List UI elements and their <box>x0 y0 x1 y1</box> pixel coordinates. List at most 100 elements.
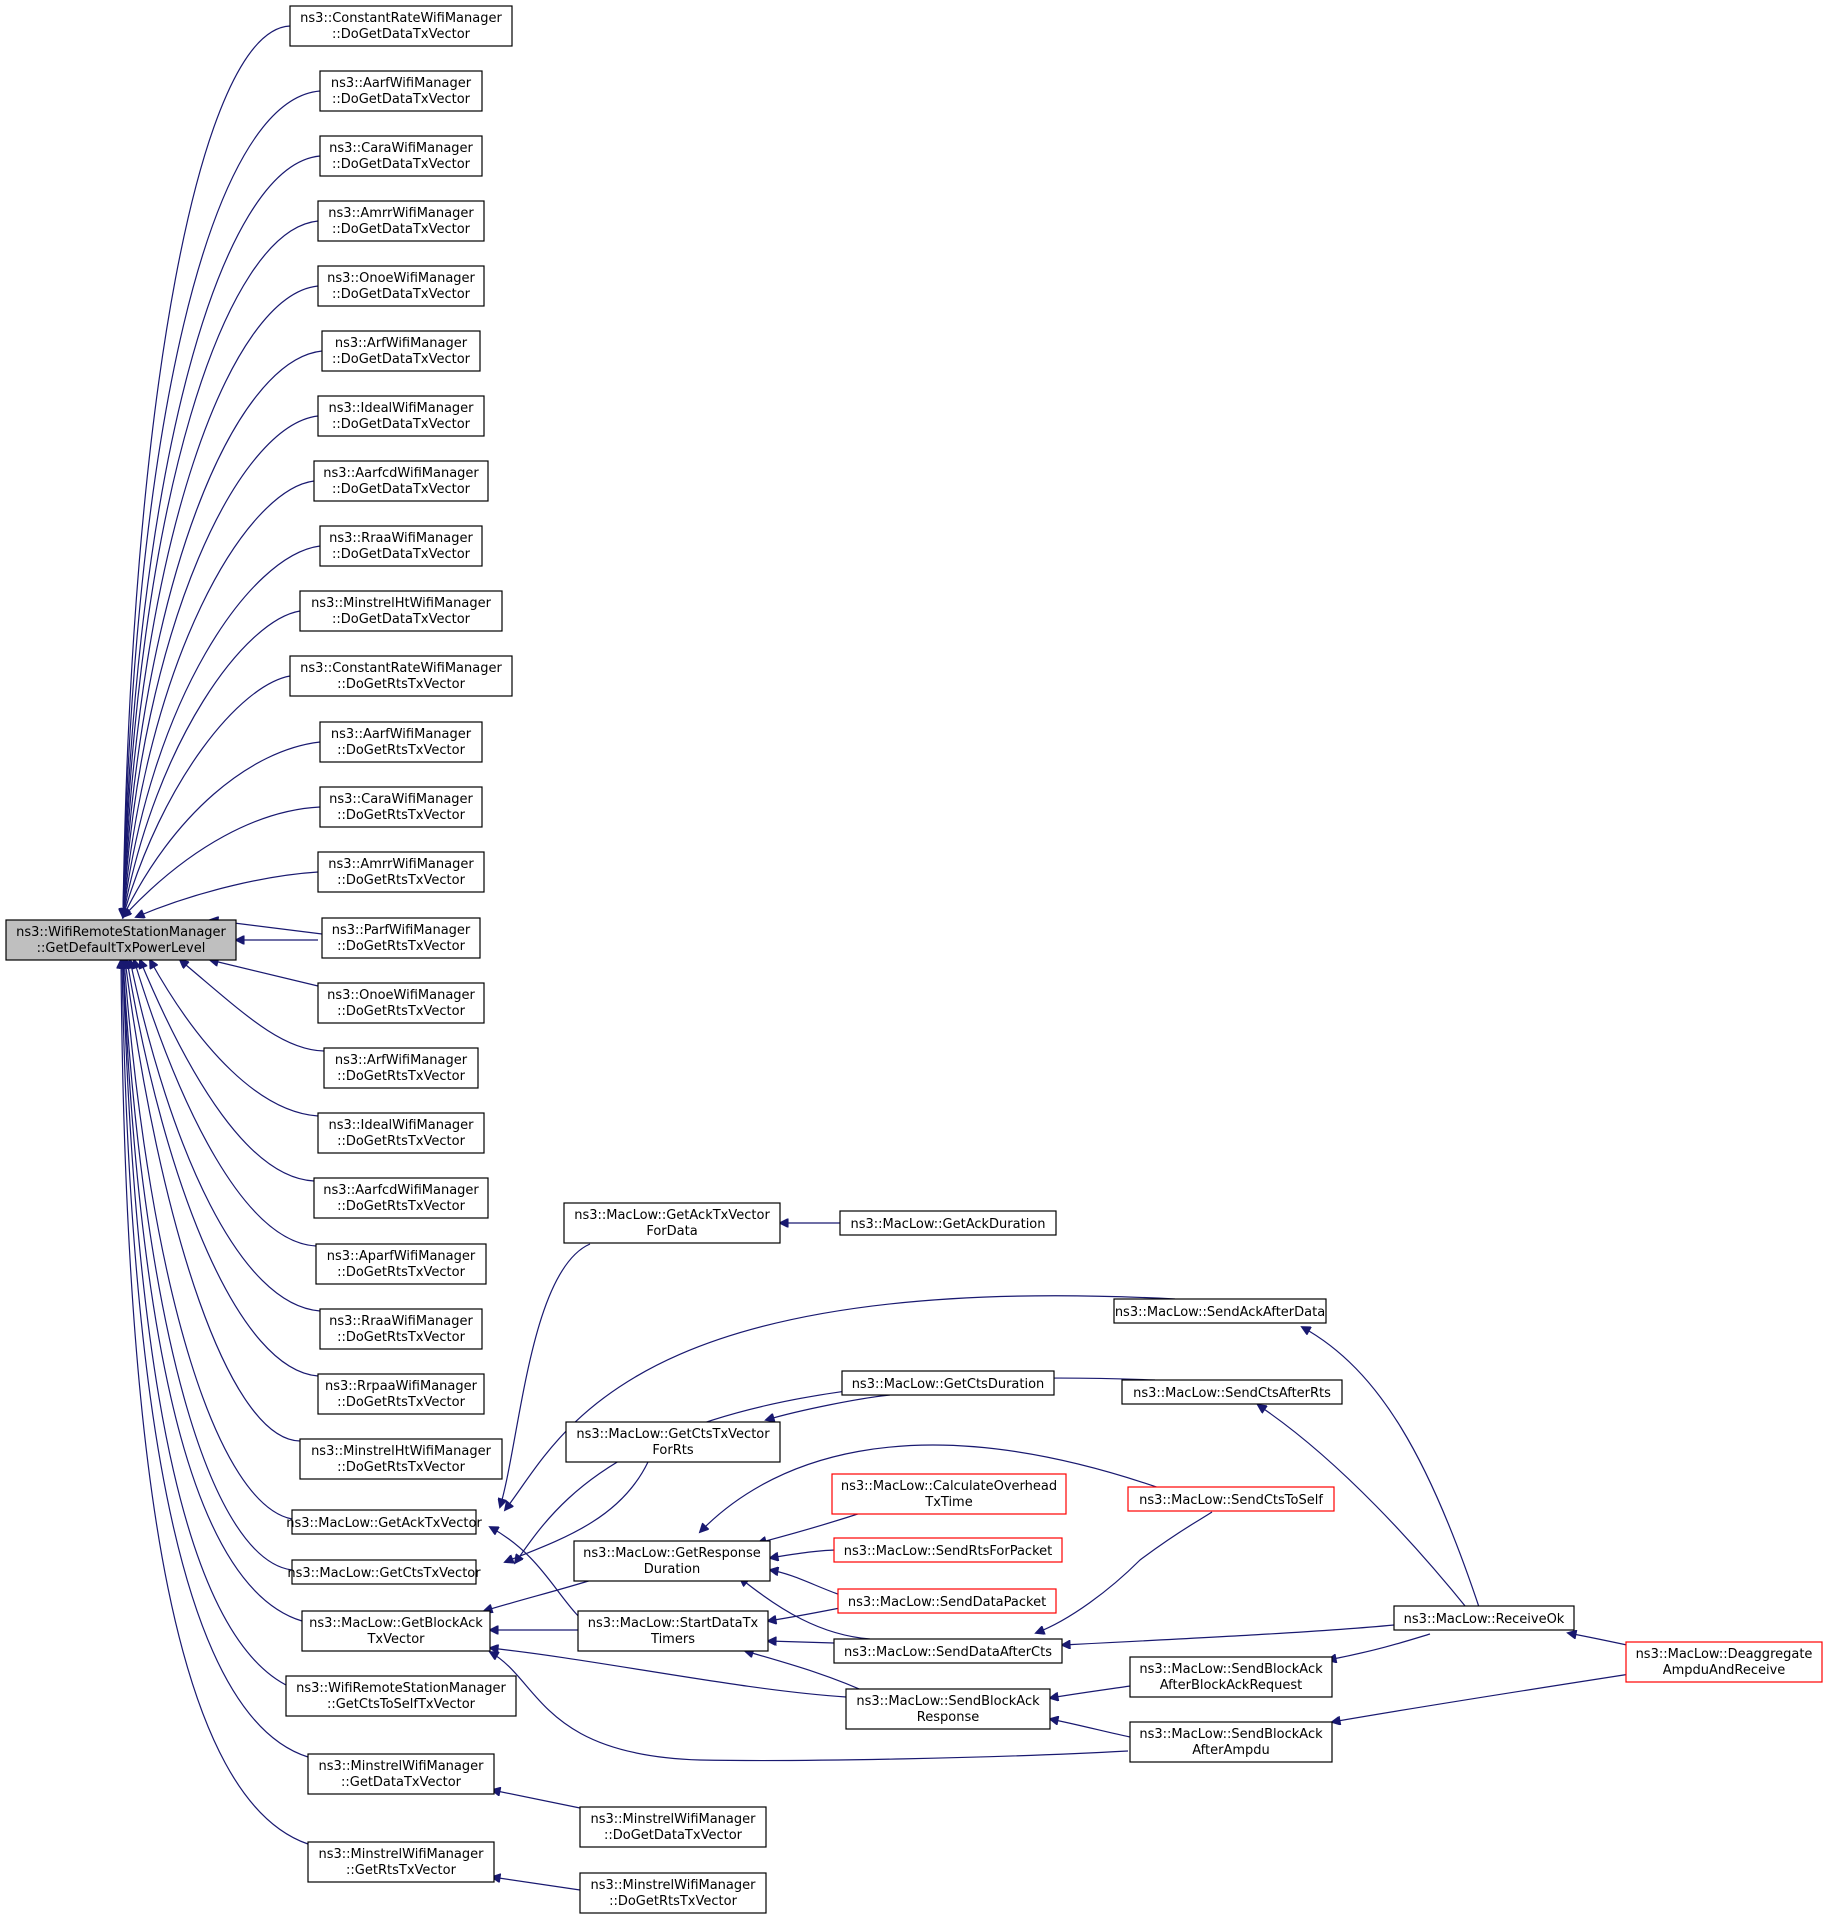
node-caller-10[interactable]: ns3::MinstrelHtWifiManager ::DoGetDataTx… <box>299 590 503 632</box>
node-send-cts-after-rts[interactable]: ns3::MacLow::SendCtsAfterRts <box>1121 1379 1343 1405</box>
node-root[interactable]: ns3::WifiRemoteStationManager ::GetDefau… <box>5 919 237 961</box>
edge-caller-23 <box>127 960 319 1377</box>
node-caller-4-line1: ns3::AmrrWifiManager <box>328 206 474 221</box>
node-send-rts-for-packet-label: ns3::MacLow::SendRtsForPacket <box>844 1544 1053 1559</box>
node-caller-9-line2: ::DoGetDataTxVector <box>332 547 471 562</box>
node-send-block-ack-response[interactable]: ns3::MacLow::SendBlockAck Response <box>845 1688 1051 1730</box>
node-send-block-ack-response-line1: ns3::MacLow::SendBlockAck <box>856 1694 1040 1709</box>
node-minstrel-do-get-data-tx-vector[interactable]: ns3::MinstrelWifiManager ::DoGetDataTxVe… <box>579 1806 767 1848</box>
node-caller-20[interactable]: ns3::AparfWifiManager ::DoGetRtsTxVector <box>315 1243 487 1285</box>
edge-bar-recv <box>1328 1633 1431 1660</box>
node-caller-21[interactable]: ns3::RraaWifiManager ::DoGetRtsTxVector <box>319 1308 483 1350</box>
node-caller-13[interactable]: ns3::CaraWifiManager ::DoGetRtsTxVector <box>319 786 483 828</box>
edge-caller-11 <box>123 675 291 917</box>
edge-caller-7 <box>123 415 319 917</box>
node-minstrel-do-get-rts-tx-vector[interactable]: ns3::MinstrelWifiManager ::DoGetRtsTxVec… <box>579 1872 767 1914</box>
node-caller-5-line1: ns3::OnoeWifiManager <box>327 271 475 286</box>
node-caller-14[interactable]: ns3::AmrrWifiManager ::DoGetRtsTxVector <box>317 851 485 893</box>
node-sba-after-ampdu-line2: AfterAmpdu <box>1192 1743 1270 1758</box>
node-caller-7[interactable]: ns3::IdealWifiManager ::DoGetDataTxVecto… <box>317 395 485 437</box>
node-send-data-after-cts[interactable]: ns3::MacLow::SendDataAfterCts <box>833 1638 1063 1664</box>
node-caller-17-line1: ns3::ArfWifiManager <box>335 1053 468 1068</box>
node-receive-ok[interactable]: ns3::MacLow::ReceiveOk <box>1393 1605 1575 1631</box>
edge-ctsafterrts-recv <box>1258 1405 1471 1613</box>
node-send-block-ack-after-ampdu[interactable]: ns3::MacLow::SendBlockAck AfterAmpdu <box>1129 1721 1333 1763</box>
node-calculate-overhead-tx-time[interactable]: ns3::MacLow::CalculateOverhead TxTime <box>831 1473 1067 1515</box>
node-get-ack-tx-vector-for-data[interactable]: ns3::MacLow::GetAckTxVector ForData <box>563 1202 781 1244</box>
node-send-rts-for-packet[interactable]: ns3::MacLow::SendRtsForPacket <box>833 1537 1063 1563</box>
node-caller-8[interactable]: ns3::AarfcdWifiManager ::DoGetDataTxVect… <box>313 460 489 502</box>
node-send-cts-to-self-label: ns3::MacLow::SendCtsToSelf <box>1139 1493 1323 1508</box>
node-send-block-ack-after-bar[interactable]: ns3::MacLow::SendBlockAck AfterBlockAckR… <box>1129 1656 1333 1698</box>
edge-caller-4 <box>123 220 319 917</box>
node-send-ack-after-data-label: ns3::MacLow::SendAckAfterData <box>1115 1305 1325 1320</box>
node-caller-6-line2: ::DoGetDataTxVector <box>332 352 471 367</box>
edge-caller-13 <box>123 806 321 917</box>
edge-caller-9 <box>123 545 321 917</box>
node-caller-9[interactable]: ns3::RraaWifiManager ::DoGetDataTxVector <box>319 525 483 567</box>
node-caller-9-line1: ns3::RraaWifiManager <box>329 531 473 546</box>
node-get-cts-tx-vector[interactable]: ns3::MacLow::GetCtsTxVector <box>287 1559 481 1585</box>
node-caller-23[interactable]: ns3::MinstrelHtWifiManager ::DoGetRtsTxV… <box>299 1438 503 1480</box>
node-caller-3[interactable]: ns3::CaraWifiManager ::DoGetDataTxVector <box>319 135 483 177</box>
node-calc-overhead-line1: ns3::MacLow::CalculateOverhead <box>841 1479 1057 1494</box>
edge-caller-22 <box>130 960 321 1312</box>
edge-caller-20 <box>140 960 315 1182</box>
node-sba-after-bar-line1: ns3::MacLow::SendBlockAck <box>1139 1662 1323 1677</box>
node-caller-15[interactable]: ns3::ParfWifiManager ::DoGetRtsTxVector <box>321 917 481 959</box>
node-minstrel-get-rts-tx-vector[interactable]: ns3::MinstrelWifiManager ::GetRtsTxVecto… <box>307 1841 495 1883</box>
edge-ackfordata-ack <box>500 1243 591 1507</box>
node-minstrel-get-rts-line2: ::GetRtsTxVector <box>346 1863 457 1878</box>
node-caller-1-line1: ns3::ConstantRateWifiManager <box>300 11 502 26</box>
node-caller-18[interactable]: ns3::IdealWifiManager ::DoGetRtsTxVector <box>317 1112 485 1154</box>
node-get-ack-tx-vector[interactable]: ns3::MacLow::GetAckTxVector <box>286 1509 482 1535</box>
node-caller-11-line1: ns3::ConstantRateWifiManager <box>300 661 502 676</box>
node-caller-1[interactable]: ns3::ConstantRateWifiManager ::DoGetData… <box>289 5 513 47</box>
node-minstrel-get-data-tx-vector[interactable]: ns3::MinstrelWifiManager ::GetDataTxVect… <box>307 1753 495 1795</box>
node-get-response-duration[interactable]: ns3::MacLow::GetResponse Duration <box>573 1540 771 1582</box>
node-caller-16[interactable]: ns3::OnoeWifiManager ::DoGetRtsTxVector <box>317 982 485 1024</box>
node-caller-6[interactable]: ns3::ArfWifiManager ::DoGetDataTxVector <box>321 330 481 372</box>
node-get-cts-duration-label: ns3::MacLow::GetCtsDuration <box>852 1377 1045 1392</box>
node-caller-7-line1: ns3::IdealWifiManager <box>328 401 474 416</box>
edge-ackafterdata-recv <box>1302 1327 1481 1611</box>
node-minstrel-get-data-line2: ::GetDataTxVector <box>341 1775 462 1790</box>
node-get-cts-tx-vector-for-rts[interactable]: ns3::MacLow::GetCtsTxVector ForRts <box>565 1421 781 1463</box>
edge-caller-24 <box>125 960 301 1442</box>
node-get-ack-duration[interactable]: ns3::MacLow::GetAckDuration <box>839 1210 1057 1236</box>
node-caller-20-line1: ns3::AparfWifiManager <box>327 1249 476 1264</box>
node-get-cts-tx-vector-label: ns3::MacLow::GetCtsTxVector <box>287 1566 481 1581</box>
edge-minstrel-data <box>122 960 309 1758</box>
edge-caller-2 <box>123 90 321 917</box>
node-send-cts-to-self[interactable]: ns3::MacLow::SendCtsToSelf <box>1127 1486 1335 1512</box>
node-caller-23-line2: ::DoGetRtsTxVector <box>337 1460 466 1475</box>
node-caller-4[interactable]: ns3::AmrrWifiManager ::DoGetDataTxVector <box>317 200 485 242</box>
node-get-block-ack-tx-vector[interactable]: ns3::MacLow::GetBlockAck TxVector <box>301 1610 491 1652</box>
node-caller-6-line1: ns3::ArfWifiManager <box>335 336 468 351</box>
node-deaggregate-line1: ns3::MacLow::Deaggregate <box>1636 1647 1813 1662</box>
node-caller-12-line2: ::DoGetRtsTxVector <box>337 743 466 758</box>
edge-dac-ctstoself <box>1036 1511 1213 1633</box>
node-caller-14-line1: ns3::AmrrWifiManager <box>328 857 474 872</box>
node-caller-22[interactable]: ns3::RrpaaWifiManager ::DoGetRtsTxVector <box>317 1373 485 1415</box>
node-caller-13-line2: ::DoGetRtsTxVector <box>337 808 466 823</box>
node-caller-11[interactable]: ns3::ConstantRateWifiManager ::DoGetRtsT… <box>289 655 513 697</box>
edge-sbr-blockack <box>490 1648 847 1698</box>
node-caller-2[interactable]: ns3::AarfWifiManager ::DoGetDataTxVector <box>319 70 483 112</box>
node-deaggregate-ampdu-and-receive[interactable]: ns3::MacLow::Deaggregate AmpduAndReceive <box>1625 1641 1823 1683</box>
node-get-cts-to-self-line1: ns3::WifiRemoteStationManager <box>296 1681 506 1696</box>
node-caller-5[interactable]: ns3::OnoeWifiManager ::DoGetDataTxVector <box>317 265 485 307</box>
node-caller-4-line2: ::DoGetDataTxVector <box>332 222 471 237</box>
node-get-cts-to-self-tx-vector[interactable]: ns3::WifiRemoteStationManager ::GetCtsTo… <box>285 1675 517 1717</box>
edge-sbr-after-ampdu <box>1050 1719 1131 1738</box>
node-send-data-packet[interactable]: ns3::MacLow::SendDataPacket <box>837 1588 1057 1614</box>
node-get-ack-duration-label: ns3::MacLow::GetAckDuration <box>851 1217 1046 1232</box>
node-caller-19[interactable]: ns3::AarfcdWifiManager ::DoGetRtsTxVecto… <box>313 1177 489 1219</box>
node-start-data-tx-timers[interactable]: ns3::MacLow::StartDataTx Timers <box>577 1610 769 1652</box>
node-send-ack-after-data[interactable]: ns3::MacLow::SendAckAfterData <box>1113 1298 1327 1324</box>
node-caller-17[interactable]: ns3::ArfWifiManager ::DoGetRtsTxVector <box>323 1047 479 1089</box>
node-get-ack-for-data-line2: ForData <box>646 1224 697 1239</box>
node-caller-12[interactable]: ns3::AarfWifiManager ::DoGetRtsTxVector <box>319 721 483 763</box>
edge-caller-6 <box>123 350 323 917</box>
node-get-cts-duration[interactable]: ns3::MacLow::GetCtsDuration <box>841 1370 1055 1396</box>
